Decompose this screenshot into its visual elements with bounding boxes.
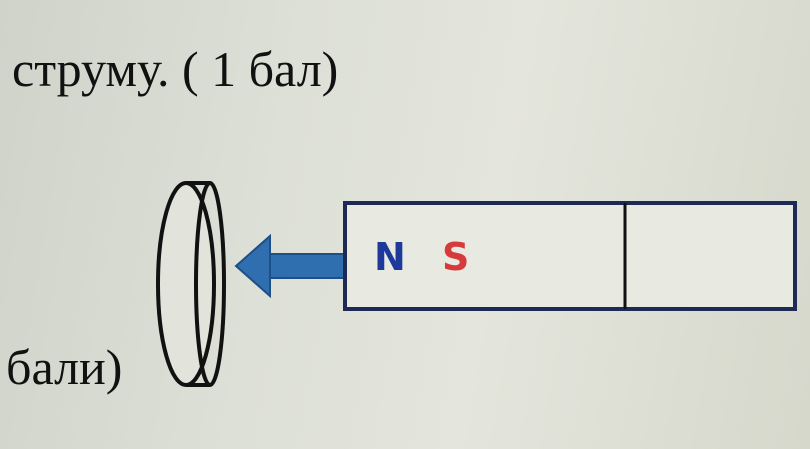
question-text-line: струму. ( 1 бал) — [12, 41, 339, 97]
north-pole-label: N — [374, 235, 406, 279]
coil-ring — [156, 181, 226, 387]
bar-magnet — [343, 201, 797, 311]
question-text-fragment: бали) — [6, 339, 123, 395]
south-pole-label: S — [442, 235, 470, 279]
arrow-left — [234, 233, 347, 299]
